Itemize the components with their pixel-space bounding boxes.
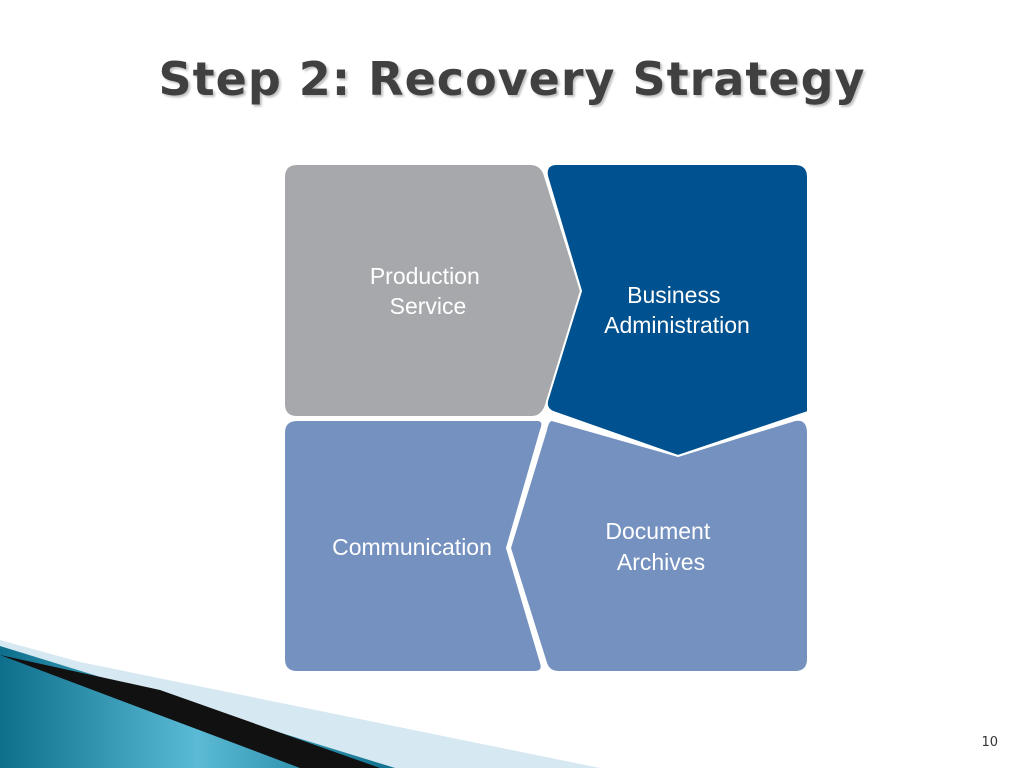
label-line: Service bbox=[390, 293, 467, 319]
label-line: Communication bbox=[332, 534, 492, 560]
label-line: Archives bbox=[617, 549, 705, 575]
label-line: Business bbox=[627, 282, 720, 308]
block-business-administration bbox=[545, 163, 809, 458]
page-number: 10 bbox=[981, 735, 998, 750]
block-production-service bbox=[283, 163, 583, 418]
label-communication: Communication bbox=[332, 534, 492, 560]
label-document-archives: Document Archives bbox=[605, 518, 716, 575]
slide-title: Step 2: Recovery Strategy bbox=[158, 52, 866, 106]
block-communication bbox=[283, 419, 544, 673]
label-business-administration: Business Administration bbox=[604, 282, 750, 338]
label-production-service: Production Service bbox=[370, 263, 486, 319]
block-document-archives bbox=[508, 418, 809, 673]
swoosh-black-stripe bbox=[0, 655, 380, 768]
label-line: Production bbox=[370, 263, 480, 289]
label-line: Document bbox=[605, 518, 710, 544]
label-line: Administration bbox=[604, 312, 750, 338]
